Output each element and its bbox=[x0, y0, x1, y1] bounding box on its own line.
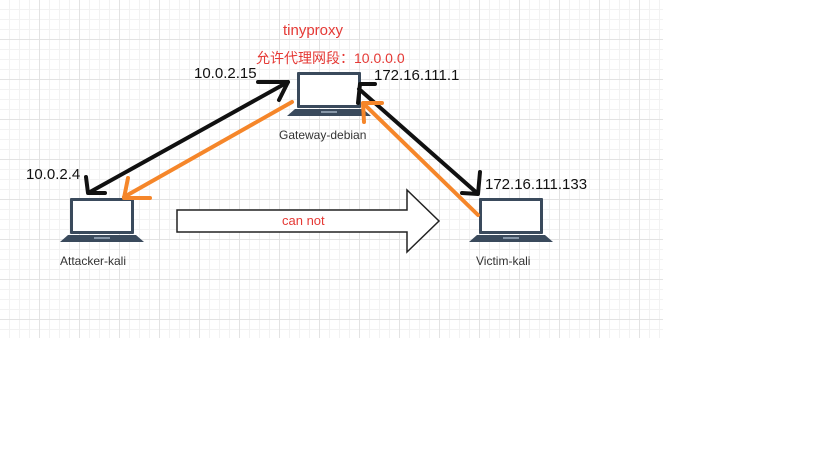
gateway-ip-left: 10.0.2.15 bbox=[194, 65, 257, 82]
proxy-allow-note: 允许代理网段：10.0.0.0 bbox=[256, 50, 405, 66]
cannot-block-arrow bbox=[176, 188, 441, 254]
attacker-ip: 10.0.2.4 bbox=[26, 166, 81, 183]
gateway-name: Gateway-debian bbox=[279, 128, 367, 142]
orange-arrow-victim-gateway bbox=[361, 101, 480, 217]
laptop-icon bbox=[60, 198, 144, 242]
gateway-ip-right: 172.16.111.1 bbox=[374, 67, 460, 84]
proxy-title: tinyproxy bbox=[283, 22, 344, 39]
black-arrow-gateway-victim bbox=[356, 82, 482, 196]
victim-name: Victim-kali bbox=[476, 254, 531, 268]
victim-ip: 172.16.111.133 bbox=[485, 176, 588, 193]
orange-arrow-gateway-attacker bbox=[122, 100, 294, 200]
black-arrow-attacker-gateway bbox=[84, 80, 290, 195]
laptop-icon bbox=[469, 198, 553, 242]
attacker-name: Attacker-kali bbox=[60, 254, 127, 268]
grid-background bbox=[0, 0, 663, 338]
cannot-label: can not bbox=[282, 213, 325, 228]
